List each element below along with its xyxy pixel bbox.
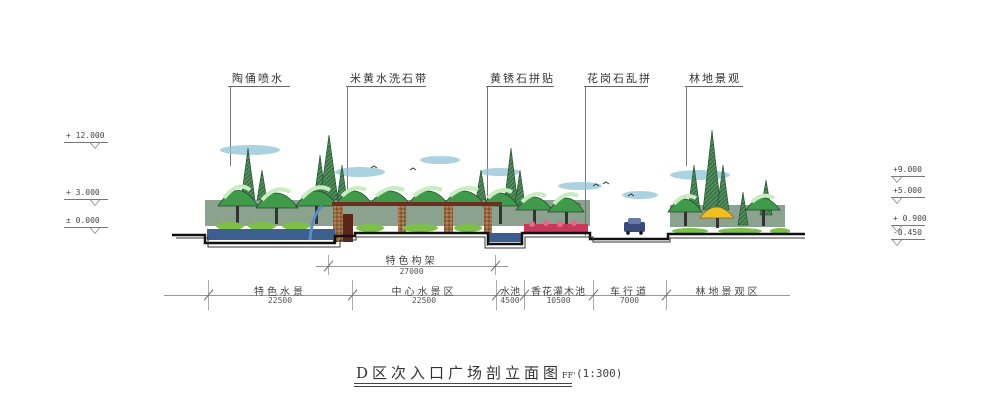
elevation-value: + 3.000 (66, 188, 100, 197)
car (624, 218, 645, 235)
pergola-structure (332, 202, 502, 242)
water-feature (207, 229, 335, 240)
elevation-triangle-icon (90, 200, 100, 206)
dimension-value: 7000 (619, 296, 640, 305)
drawing-scale: (1:300) (576, 367, 623, 380)
elevation-triangle-icon (892, 177, 902, 183)
elevation-triangle-icon (892, 198, 902, 204)
dimension-label: 香花灌木池 (531, 287, 586, 298)
callout-label: 林地景观 (689, 72, 741, 85)
low-shrubs (216, 222, 790, 234)
flower-bed (524, 224, 588, 233)
ground-profile-line (172, 231, 805, 246)
clouds (220, 145, 730, 199)
elevation-value: ± 0.000 (66, 216, 100, 225)
elevation-value: + 12.000 (66, 131, 105, 140)
elevation-value: + 0.900 (893, 214, 927, 223)
callout-label: 花岗石乱拼 (587, 72, 652, 85)
dimension-label: 特色构架 (385, 256, 438, 267)
broadleaf-trees (217, 184, 781, 228)
dimension-value: 27000 (399, 267, 424, 276)
elevation-value: -0.450 (893, 228, 922, 237)
elevation-value: +9.000 (893, 165, 922, 174)
dimension-label: 特色水景 (254, 287, 306, 298)
callout-label: 陶俑喷水 (232, 72, 284, 85)
dimension-label: 中心水景区 (391, 287, 457, 298)
drawing-title: D区次入口广场剖立面图FF' (356, 364, 576, 382)
autumn-tree (699, 206, 735, 228)
callout-label: 米黄水洗石带 (350, 72, 428, 85)
elevation-triangle-icon (892, 226, 902, 232)
dimension-label: 水池 (500, 287, 520, 298)
water-pool (489, 233, 521, 242)
fountain-jet (308, 204, 324, 241)
elevation-triangle-icon (90, 143, 100, 149)
dimension-value: 4500 (500, 296, 520, 305)
dimension-value: 22500 (411, 296, 437, 305)
dimension-value: 22500 (267, 296, 293, 305)
dimension-label: 林地景观区 (695, 287, 761, 298)
elevation-triangle-icon (892, 240, 902, 246)
section-elevation-drawing (172, 129, 805, 249)
dimension-label: 车行道 (610, 287, 649, 298)
elevation-value: +5.000 (893, 186, 922, 195)
dimension-value: 10500 (546, 296, 571, 305)
elevation-triangle-icon (90, 228, 100, 234)
callout-label: 黄锈石拼贴 (490, 72, 555, 85)
